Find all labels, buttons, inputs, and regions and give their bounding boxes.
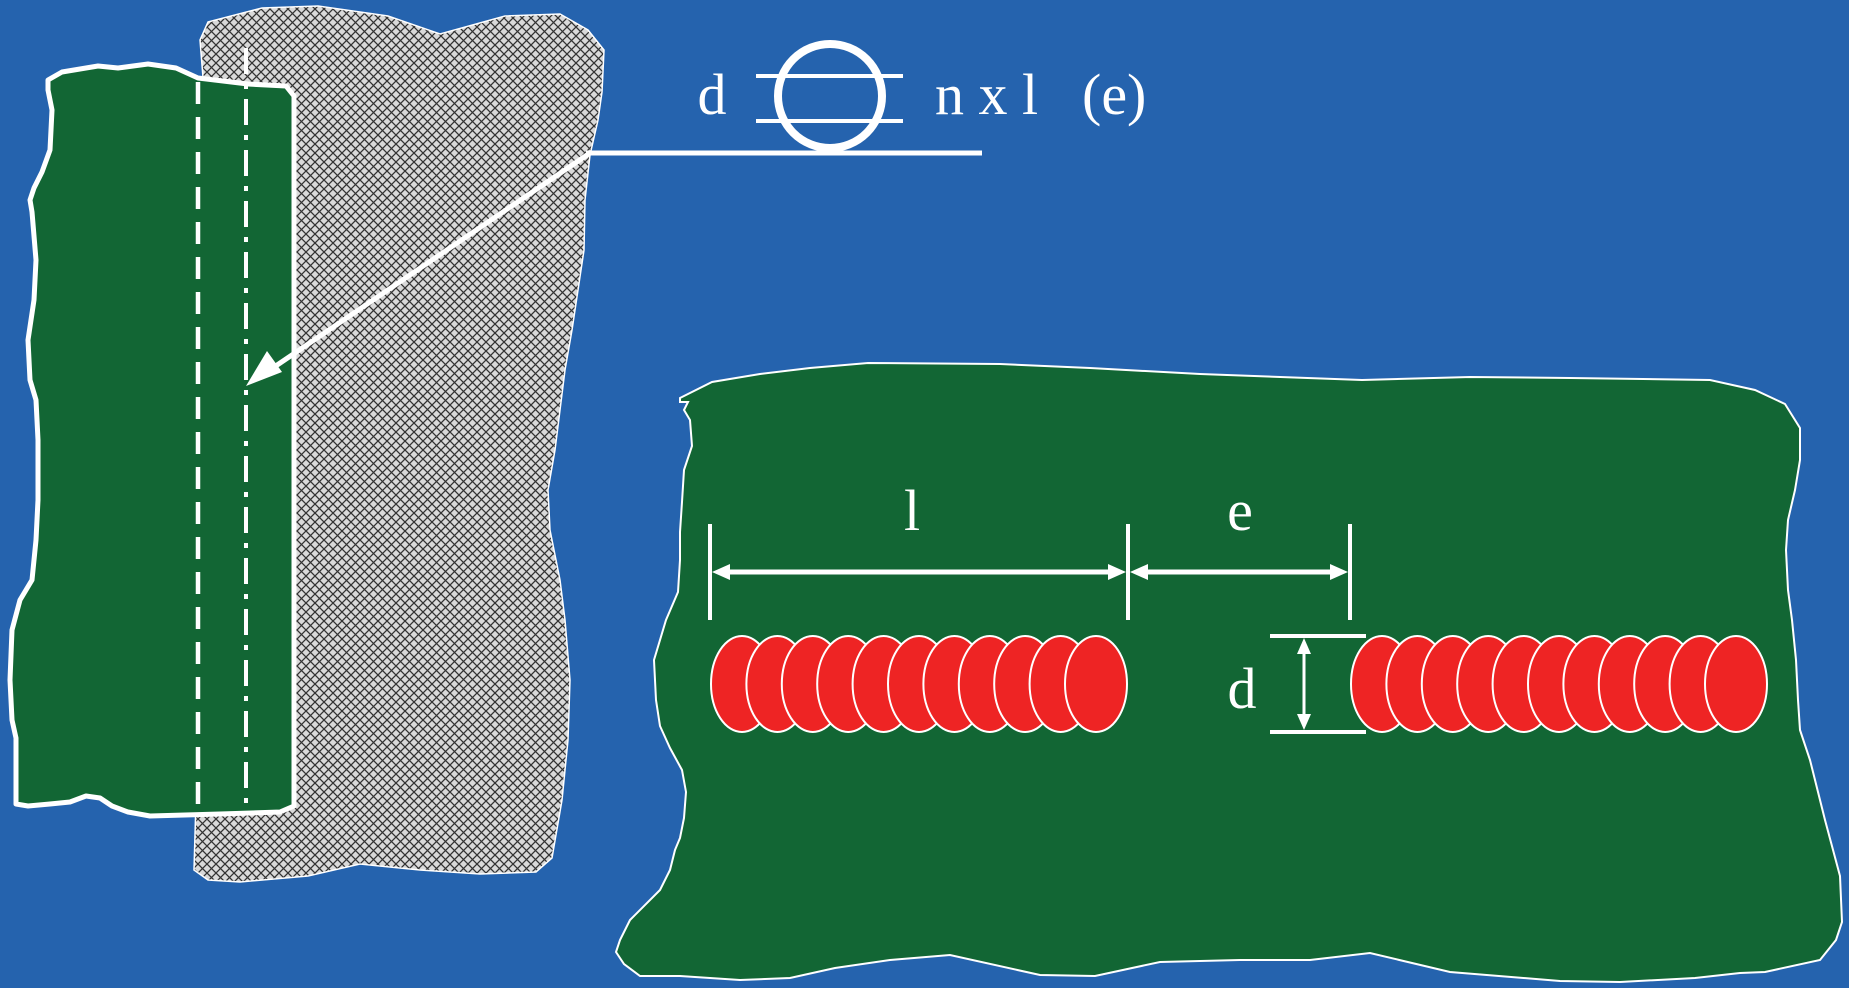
symbol-e-label: (e) — [1082, 62, 1146, 127]
symbol-nxl-label: n x l — [935, 62, 1038, 127]
dim-d-arrow-top — [1297, 638, 1311, 654]
dim-e-arrow-left — [1130, 564, 1148, 580]
dim-l-label: l — [904, 478, 920, 543]
dim-d-arrow-bottom — [1297, 714, 1311, 730]
right-weld-bead-11 — [1704, 635, 1768, 733]
dim-e-arrow-right — [1330, 564, 1348, 580]
dim-e-label: e — [1227, 478, 1253, 543]
symbol-d-label: d — [698, 62, 727, 127]
seam-weld-symbol-circle — [774, 40, 886, 152]
green-top-plate — [7, 61, 297, 819]
weld-segment-right — [1350, 635, 1768, 733]
arrow-head — [246, 351, 282, 386]
green-detail-plate — [614, 361, 1844, 984]
dim-l-arrow-left — [712, 564, 730, 580]
weld-segment-left — [710, 635, 1128, 733]
dim-d-label: d — [1228, 656, 1257, 721]
left-weld-bead-11 — [1064, 635, 1128, 733]
dim-l-arrow-right — [1108, 564, 1126, 580]
arrow-line — [256, 150, 592, 381]
